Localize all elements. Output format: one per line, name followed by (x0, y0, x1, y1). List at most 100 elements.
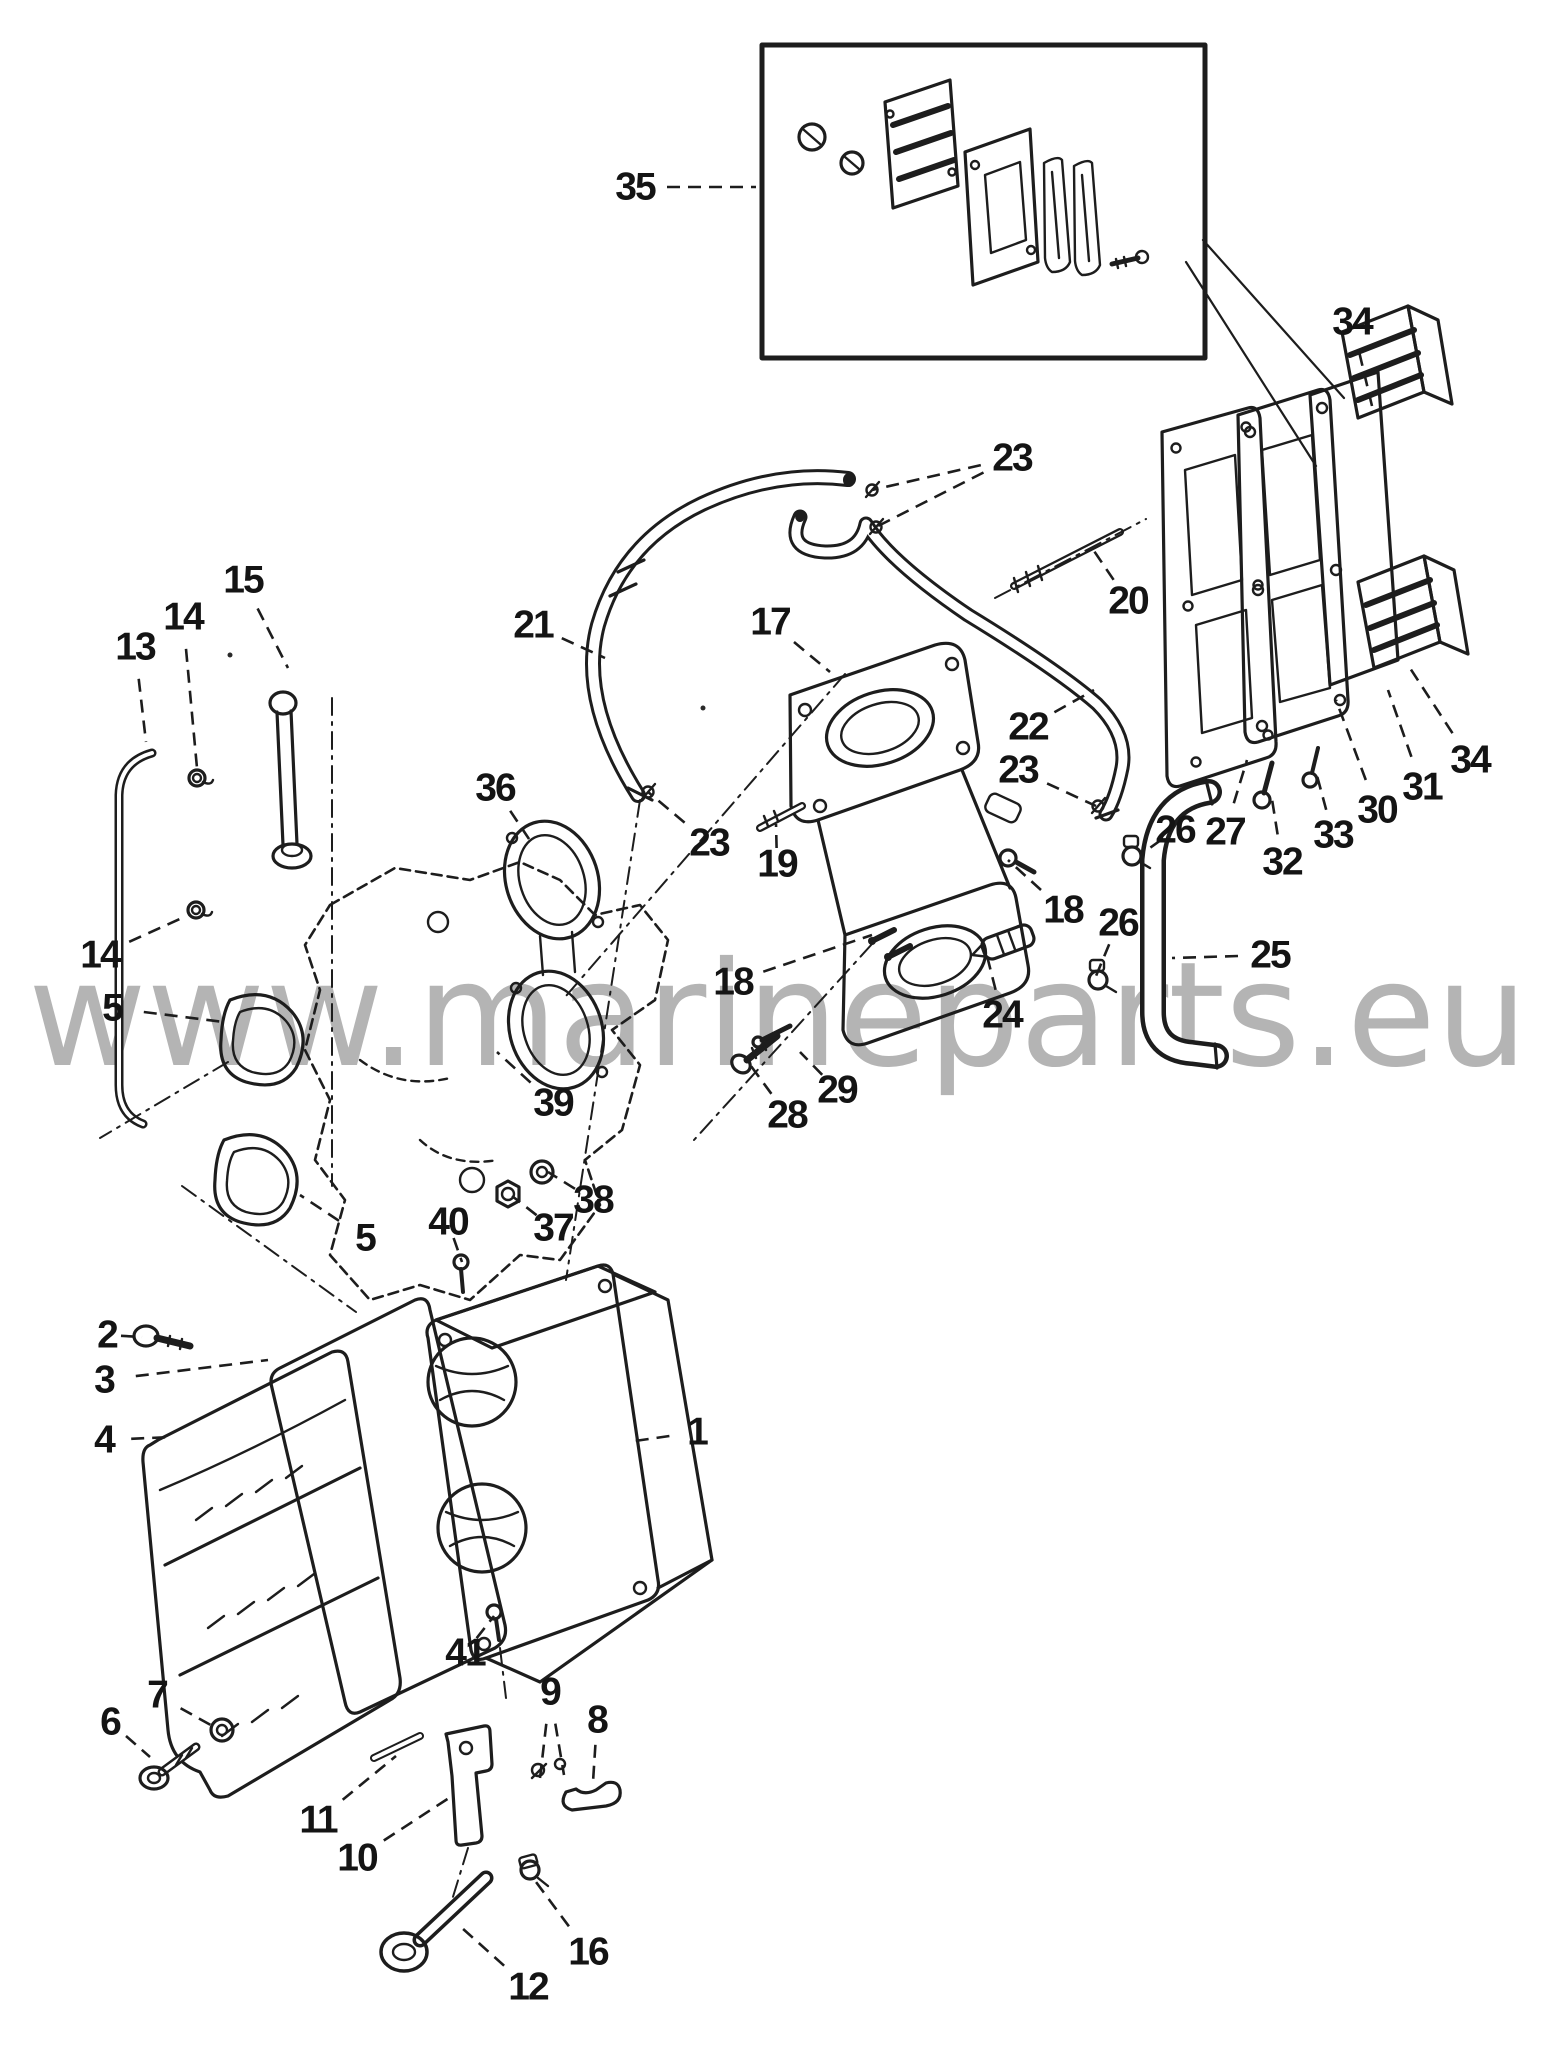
leader-line (871, 463, 982, 492)
seal-ring (213, 1133, 299, 1227)
reed-stopper-plate (883, 78, 960, 210)
link-rod-knob (379, 1870, 494, 1973)
leader-line (561, 637, 606, 660)
hose-clip-icon (868, 517, 885, 536)
leader-line (1053, 688, 1095, 714)
leader-line (1139, 838, 1162, 857)
intake-manifold-stack (1010, 304, 1470, 810)
carburetor-adapter (788, 641, 1031, 1047)
leader-line (627, 1434, 670, 1444)
leader-line (1386, 689, 1413, 758)
hose-clamp-icon (187, 768, 215, 788)
screw-icon (839, 150, 865, 176)
screw-icon (1109, 249, 1150, 270)
leader-line (179, 1707, 217, 1730)
construction-lines (99, 518, 1147, 1901)
leader-line (746, 1061, 773, 1095)
reed-petal (1042, 156, 1072, 274)
leader-line (534, 1881, 570, 1928)
leader-line (128, 916, 183, 943)
assembly-reference-line (1201, 238, 1346, 400)
leader-line (475, 1615, 496, 1640)
leader-line (1358, 352, 1374, 407)
leader-line (984, 951, 997, 991)
assembly-reference-line (1184, 260, 1318, 468)
leader-line (793, 641, 831, 673)
hose-clamp-icon (186, 900, 214, 920)
leader-line (143, 1010, 225, 1024)
throttle-lever (444, 1724, 494, 1847)
screw-icon (884, 943, 913, 961)
leader-line (511, 1194, 538, 1217)
leader-line (591, 1744, 597, 1783)
leader-line (256, 607, 290, 669)
leader-line (547, 1170, 576, 1190)
leader-line (461, 1927, 505, 1967)
link-rod (268, 690, 313, 870)
leader-line (1090, 547, 1115, 581)
leader-line (1269, 792, 1279, 835)
bracket (561, 1780, 622, 1812)
manifold-plate (1236, 387, 1350, 745)
scan-speck (227, 652, 233, 658)
butterfly-bore (436, 1482, 528, 1574)
washer-icon (529, 1159, 555, 1185)
fuel-connector (971, 923, 1036, 961)
bolt-icon (138, 1742, 201, 1791)
leader-line (1406, 664, 1454, 734)
leader-line (299, 1193, 340, 1222)
leader-line (135, 1358, 269, 1378)
bolt-icon (1252, 760, 1275, 810)
leader-line (1007, 859, 1042, 891)
check-valve-fitting (1121, 834, 1152, 870)
stud (1010, 528, 1124, 594)
leader-line (799, 1051, 824, 1076)
leader-line (762, 933, 873, 973)
leader-line (554, 1723, 566, 1776)
vent-tube (114, 748, 157, 1129)
leader-line (125, 1735, 151, 1758)
leader-line (1334, 699, 1368, 781)
butterfly-bore (426, 1336, 518, 1428)
leader-line (509, 810, 535, 846)
hose-clip-icon (1090, 796, 1107, 815)
primer-hose-25 (1140, 778, 1229, 1070)
fuel-hose-22 (788, 509, 1131, 822)
sensor-fitting (998, 848, 1037, 875)
seal-ring (219, 993, 305, 1087)
leader-line (1171, 954, 1239, 960)
breather-hose-21 (585, 469, 856, 803)
scan-speck (700, 705, 706, 711)
leader-line (647, 791, 686, 824)
cable-clamp (518, 1853, 550, 1888)
watermark-text: www.marineparts.eu (28, 931, 1528, 1100)
leader-line (131, 1435, 173, 1441)
leader-line (496, 1051, 532, 1084)
leader-line (383, 1796, 450, 1842)
screw-icon (485, 1603, 503, 1642)
manifold-gasket (1160, 405, 1278, 789)
nut-icon (495, 1179, 521, 1209)
leader-line (774, 823, 778, 849)
crankcase-casting (303, 860, 670, 1302)
washer-icon (209, 1717, 235, 1743)
leader-line (137, 678, 148, 743)
silencer-body (425, 1263, 714, 1684)
clamp-screws (530, 1757, 567, 1780)
leader-line (538, 1723, 548, 1779)
leader-line (1094, 943, 1111, 977)
leader-line (120, 1334, 143, 1339)
cover-gasket-plate (269, 1297, 508, 1715)
screw-icon (797, 122, 827, 152)
leader-line (1046, 782, 1097, 808)
screw-icon (868, 927, 897, 945)
leader-line (1314, 771, 1328, 811)
leader-line (452, 1237, 464, 1263)
screw-icon (751, 1023, 793, 1049)
reed-cage (1356, 554, 1470, 670)
nipple-fitting (984, 792, 1022, 824)
stud (756, 802, 806, 832)
